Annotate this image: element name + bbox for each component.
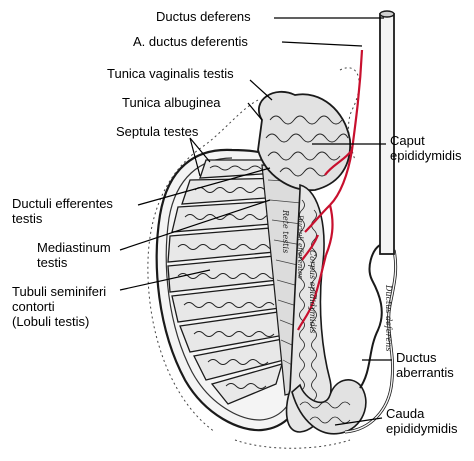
label-tubuli-line3: (Lobuli testis) <box>12 314 90 329</box>
leader-tubuli <box>119 269 211 291</box>
inscription-ductus-deferens: Ductus deferens <box>384 284 393 351</box>
tunica-albuginea-line <box>165 157 296 421</box>
cauda-epididymidis-shape <box>291 379 367 435</box>
caput-coils <box>265 115 349 177</box>
lobule <box>210 363 283 405</box>
label-mediastinum-line1: Mediastinum <box>37 240 111 255</box>
caput-epididymidis-shape <box>257 90 351 191</box>
label-mediastinum-line2: testis <box>37 255 68 270</box>
leader-mediastinum <box>119 199 271 251</box>
label-tunica-vaginalis: Tunica vaginalis testis <box>107 66 234 81</box>
leader-a-ductus <box>281 41 363 47</box>
label-caput-line1: Caput <box>390 133 425 148</box>
ductus-deferens-cut-end <box>379 10 395 18</box>
leader-ductuli <box>137 167 271 206</box>
label-septula-testes: Septula testes <box>116 124 199 139</box>
leader-septula-b <box>189 137 201 177</box>
leader-tunica-albuginea <box>247 102 263 121</box>
inscription-ductuli: Ductuli efferentes <box>296 214 304 279</box>
corpus-epididymidis-shape <box>285 183 332 433</box>
artery-ductus-deferentis <box>297 49 364 331</box>
lobules <box>167 159 297 405</box>
leader-cauda <box>334 417 383 426</box>
tunica-vaginalis-dotted <box>147 99 259 433</box>
inscription-rete-testis: Rete testis <box>281 209 290 253</box>
leader-septula-a <box>189 137 211 163</box>
label-caput-line2: epididymidis <box>390 148 462 163</box>
cauda-coils <box>299 401 351 424</box>
label-tubuli-line2: contorti <box>12 299 55 314</box>
label-cauda-line1: Cauda <box>386 406 425 421</box>
label-ductus-deferens: Ductus deferens <box>156 9 251 24</box>
label-tubuli-line1: Tubuli seminiferi <box>12 284 107 299</box>
label-aberrantis-line1: Ductus <box>396 350 437 365</box>
label-ductuli-line2: testis <box>12 211 43 226</box>
label-aberrantis-line2: aberrantis <box>396 365 454 380</box>
label-ductuli-line1: Ductuli efferentes <box>12 196 113 211</box>
corpus-coils <box>299 199 317 411</box>
leader-tunica-vaginalis <box>249 79 273 101</box>
label-a-ductus-deferentis: A. ductus deferentis <box>133 34 248 49</box>
bottom-dotted <box>234 439 351 449</box>
leader-lines <box>119 17 392 426</box>
ductus-aberrans-tube <box>359 244 383 389</box>
inscription-corpus: Corpus epididymidis <box>308 250 317 333</box>
label-cauda-line2: epididymidis <box>386 421 458 436</box>
label-tunica-albuginea: Tunica albuginea <box>122 95 221 110</box>
